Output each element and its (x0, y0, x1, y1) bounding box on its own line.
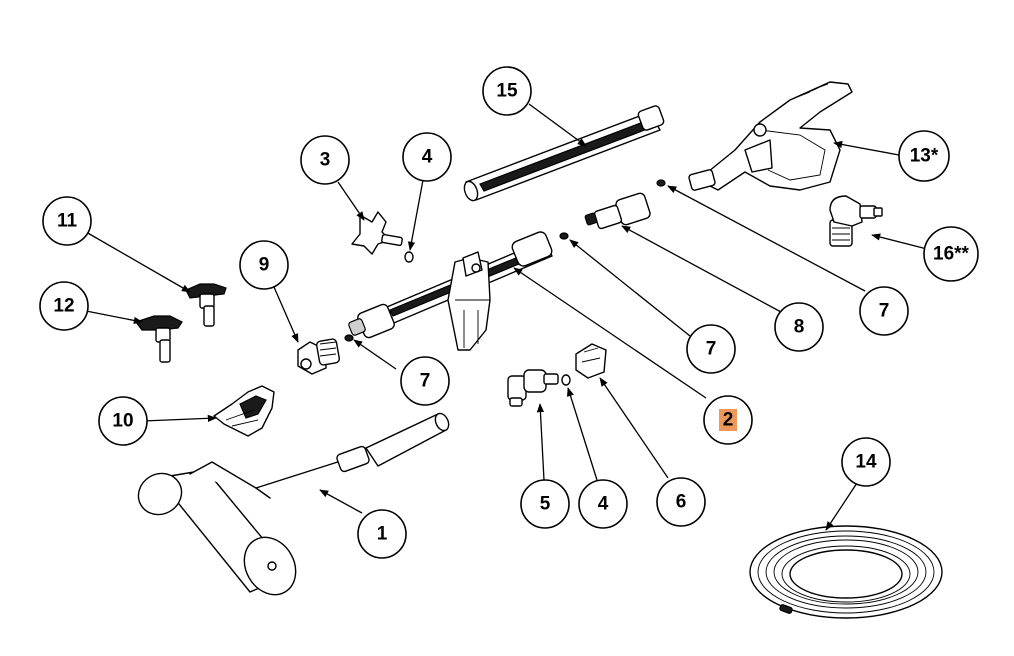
o-ring-4-top (404, 251, 414, 263)
callout-6: 6 (656, 477, 706, 527)
svg-text:8: 8 (794, 317, 805, 338)
callout-4-top: 4 (402, 132, 452, 182)
callout-1: 1 (357, 509, 407, 559)
callout-8: 8 (774, 302, 824, 352)
knob-6 (575, 343, 607, 379)
svg-text:2: 2 (723, 410, 734, 431)
callout-7-middle: 7 (686, 324, 736, 374)
o-ring-4-bottom (561, 374, 571, 386)
svg-text:9: 9 (259, 255, 270, 276)
svg-text:16**: 16** (933, 244, 970, 265)
star-knob-3 (351, 211, 403, 255)
callout-14: 14 (841, 437, 891, 487)
svg-text:15: 15 (496, 81, 518, 102)
callout-7-left: 7 (400, 356, 450, 406)
callout-2-highlight (719, 409, 737, 431)
callout-5: 5 (520, 479, 570, 529)
spray-gun (688, 81, 853, 191)
svg-text:6: 6 (676, 492, 687, 513)
svg-text:4: 4 (598, 494, 609, 515)
svg-text:4: 4 (422, 147, 433, 168)
callout-15: 15 (482, 66, 532, 116)
callout-7-right: 7 (859, 286, 909, 336)
svg-text:10: 10 (112, 411, 133, 432)
extension-pole (463, 105, 665, 202)
callout-9: 9 (239, 240, 289, 290)
o-ring-7-top (656, 179, 666, 187)
paint-roller (137, 412, 450, 596)
callout-3: 3 (300, 135, 350, 185)
svg-text:5: 5 (540, 494, 551, 515)
svg-text:14: 14 (855, 452, 877, 473)
hose-coil (749, 525, 943, 619)
svg-text:13*: 13* (910, 146, 939, 167)
swivel-elbow (829, 195, 883, 247)
svg-text:7: 7 (420, 371, 431, 392)
callout-11: 11 (42, 196, 92, 246)
swivel-nut-9 (297, 338, 340, 375)
handle-body (348, 231, 553, 351)
svg-text:12: 12 (53, 296, 74, 317)
svg-text:3: 3 (320, 150, 331, 171)
svg-text:7: 7 (706, 339, 717, 360)
svg-text:1: 1 (377, 524, 388, 545)
callout-10: 10 (98, 396, 148, 446)
callout-2: 2 (703, 395, 753, 445)
o-ring-7-left (344, 334, 354, 342)
tip-guard-10 (213, 385, 275, 437)
spray-tip-12 (135, 315, 183, 363)
leader-lines (85, 103, 928, 531)
svg-text:7: 7 (879, 301, 890, 322)
callout-12: 12 (39, 281, 89, 331)
o-ring-7-middle (559, 232, 569, 240)
adapter-fitting (584, 192, 651, 230)
callout-16: 16** (923, 226, 979, 282)
svg-text:11: 11 (57, 211, 78, 232)
spray-tip-11 (185, 283, 227, 327)
valve-stem-5 (507, 369, 559, 407)
callout-4-bottom: 4 (578, 479, 628, 529)
callout-13: 13* (898, 130, 950, 182)
